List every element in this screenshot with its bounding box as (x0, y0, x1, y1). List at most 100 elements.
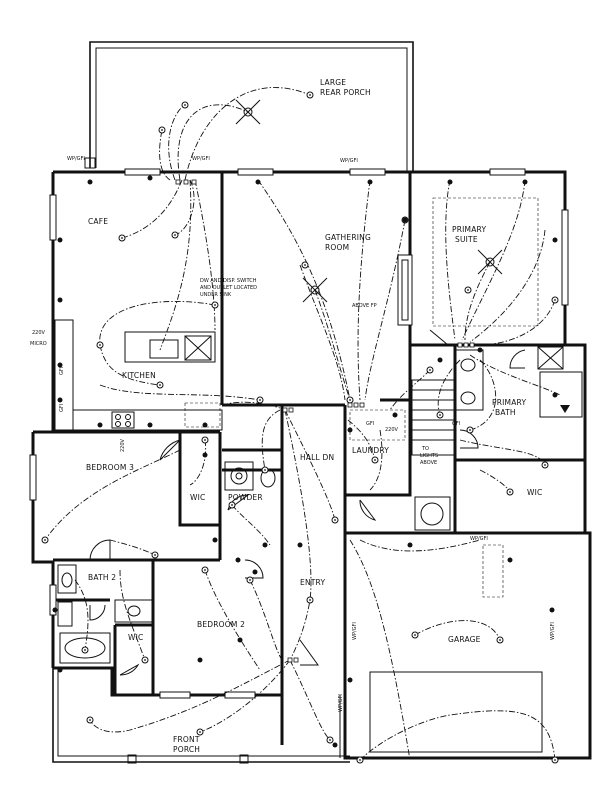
light-fixture-dot-icon (204, 569, 206, 571)
outlet-icon (147, 422, 153, 428)
light-fixture-dot-icon (439, 414, 441, 416)
light-fixture-dot-icon (264, 469, 266, 471)
note-wp-gfi-rear-mid: WP/GFI (340, 158, 358, 164)
light-fixture-dot-icon (214, 304, 216, 306)
windows (29, 168, 569, 699)
switch-icon (469, 342, 475, 348)
label-cafe: CAFE (88, 217, 108, 226)
light-fixture-dot-icon (334, 519, 336, 521)
light-fixture-dot-icon (204, 439, 206, 441)
switch-icon (293, 657, 299, 663)
note-gfi-3: GFI (366, 421, 374, 427)
note-to-lights-2: LIGHTS (420, 453, 438, 459)
light-fixture-dot-icon (359, 759, 361, 761)
label-entry: ENTRY (300, 578, 325, 587)
light-fixture-dot-icon (154, 554, 156, 556)
rear-porch (84, 41, 414, 172)
note-wp-gfi-entry: WP/GFI (338, 694, 344, 712)
note-wp-gfi-front-left: WP/GFI (67, 156, 85, 162)
outlet-icon (147, 175, 153, 181)
light-fixture-dot-icon (554, 299, 556, 301)
room-labels: LARGE REAR PORCH CAFE GATHERING ROOM PRI… (86, 78, 542, 754)
annotations: DW AND DISP. SWITCH AND OUTLET LOCATED U… (30, 156, 556, 712)
label-bedroom-2: BEDROOM 2 (197, 620, 245, 629)
switch-icon (287, 657, 293, 663)
outlet-icon (235, 557, 241, 563)
light-fixture-dot-icon (249, 579, 251, 581)
outlet-icon (87, 179, 93, 185)
outlet-icon (507, 557, 513, 563)
label-wic-3: WIC (128, 633, 143, 642)
label-powder: POWDER (228, 493, 263, 502)
misc-fixtures (57, 409, 543, 753)
outlet-icon (212, 537, 218, 543)
light-fixture-dot-icon (469, 429, 471, 431)
light-fixture-dot-icon (554, 759, 556, 761)
switch-icon (183, 179, 189, 185)
note-above-fp: ABOVE FP (352, 303, 377, 309)
note-to-lights-1: TO (421, 446, 429, 452)
outlet-icon (202, 422, 208, 428)
light-fixture-dot-icon (121, 237, 123, 239)
label-primary-suite-1: PRIMARY (452, 225, 486, 234)
label-bedroom-3: BEDROOM 3 (86, 463, 134, 472)
note-220v-micro-1: 220V (32, 330, 46, 336)
label-front-porch-2: PORCH (173, 745, 200, 754)
note-gfi-2: GFI (59, 404, 65, 412)
outlet-icon (57, 667, 63, 673)
outlet-icon (297, 542, 303, 548)
light-fixture-dot-icon (231, 504, 233, 506)
front-porch (52, 668, 350, 764)
label-wic-2: WIC (527, 488, 542, 497)
outlet-icon (57, 237, 63, 243)
switch-icon (457, 342, 463, 348)
outlet-icon (549, 607, 555, 613)
label-hall-dn: HALL DN (300, 453, 334, 462)
outlet-icon (347, 677, 353, 683)
label-front-porch-1: FRONT (173, 735, 200, 744)
light-fixture-dot-icon (499, 639, 501, 641)
light-fixture-dot-icon (309, 599, 311, 601)
note-gfi-4: GFI (452, 421, 460, 427)
outlet-icon (447, 179, 453, 185)
light-fixture-dot-icon (467, 289, 469, 291)
note-wp-gfi-garage-top: WP/GFI (470, 536, 488, 542)
outlet-icon (252, 569, 258, 575)
label-kitchen: KITCHEN (122, 371, 156, 380)
note-wp-gfi-garage-right: WP/GFI (550, 622, 556, 640)
outlet-icon (477, 347, 483, 353)
light-fixture-dot-icon (309, 94, 311, 96)
note-wp-gfi-garage-left: WP/GFI (352, 622, 358, 640)
outlet-icon (202, 452, 208, 458)
light-fixture-dot-icon (429, 369, 431, 371)
light-fixture-dot-icon (84, 649, 86, 651)
switch-icon (282, 407, 288, 413)
light-fixture-dot-icon (259, 399, 261, 401)
outlet-icon (197, 657, 203, 663)
switch-icon (288, 407, 294, 413)
outlet-icon (437, 357, 443, 363)
label-gathering-1: GATHERING (325, 233, 371, 242)
outlet-icon (332, 742, 338, 748)
label-primary-suite-2: SUITE (455, 235, 478, 244)
outlet-icon (255, 179, 261, 185)
note-220v-micro-2: MICRO (30, 341, 47, 347)
switch-icon (463, 342, 469, 348)
label-primary-bath-1: PRIMARY (492, 398, 526, 407)
label-wic-1: WIC (190, 493, 205, 502)
label-laundry: LAUNDRY (352, 446, 389, 455)
light-fixture-dot-icon (44, 539, 46, 541)
outlet-icon (97, 422, 103, 428)
switch-icon (191, 179, 197, 185)
outlet-icon (407, 542, 413, 548)
outlet-icon (57, 397, 63, 403)
ceiling-fan-icon (235, 99, 503, 303)
outlet-icon (237, 637, 243, 643)
outlet-icon (367, 179, 373, 185)
door-swings (89, 329, 526, 676)
wiring-runs (44, 87, 561, 761)
switch-icon (175, 179, 181, 185)
light-fixture-dot-icon (544, 464, 546, 466)
label-bath-2: BATH 2 (88, 573, 116, 582)
